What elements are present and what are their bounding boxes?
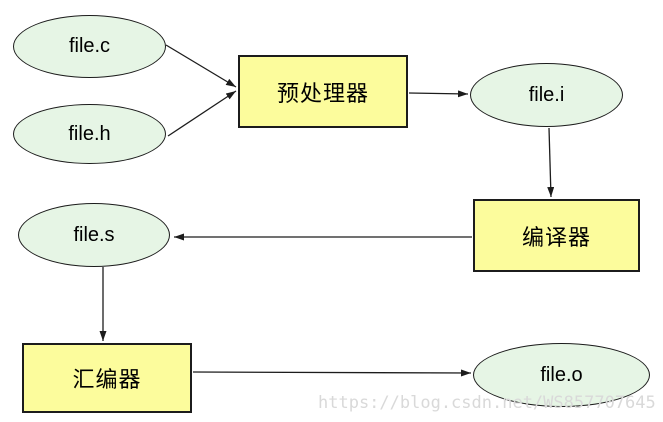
node-file-i: file.i: [470, 63, 623, 127]
node-assembler-label: 汇编器: [72, 367, 142, 392]
arrow-file-c-to-preprocessor: [165, 44, 237, 88]
node-file-c-label: file.c: [68, 35, 111, 57]
watermark-url: https://blog.csdn.net/WS857707645: [318, 393, 656, 413]
node-assembler: 汇编器: [22, 343, 192, 413]
node-file-s: file.s: [18, 203, 170, 267]
node-file-i-label: file.i: [528, 83, 565, 106]
node-compiler-label: 编译器: [521, 224, 591, 250]
node-file-s-label: file.s: [73, 223, 115, 246]
node-preprocessor-label: 预处理器: [276, 80, 369, 106]
arrow-preprocessor-to-file-i: [408, 90, 469, 98]
arrow-assembler-to-file-o: [192, 369, 472, 377]
node-preprocessor: 预处理器: [238, 55, 408, 128]
node-file-c: file.c: [13, 15, 166, 78]
node-file-h-label: file.h: [68, 122, 111, 145]
node-file-h: file.h: [13, 104, 166, 164]
arrow-file-h-to-preprocessor: [167, 90, 237, 137]
arrow-file-i-to-compiler: [547, 127, 555, 198]
node-file-o: file.o: [473, 343, 650, 407]
node-compiler: 编译器: [473, 199, 640, 272]
node-file-o-label: file.o: [540, 363, 583, 386]
